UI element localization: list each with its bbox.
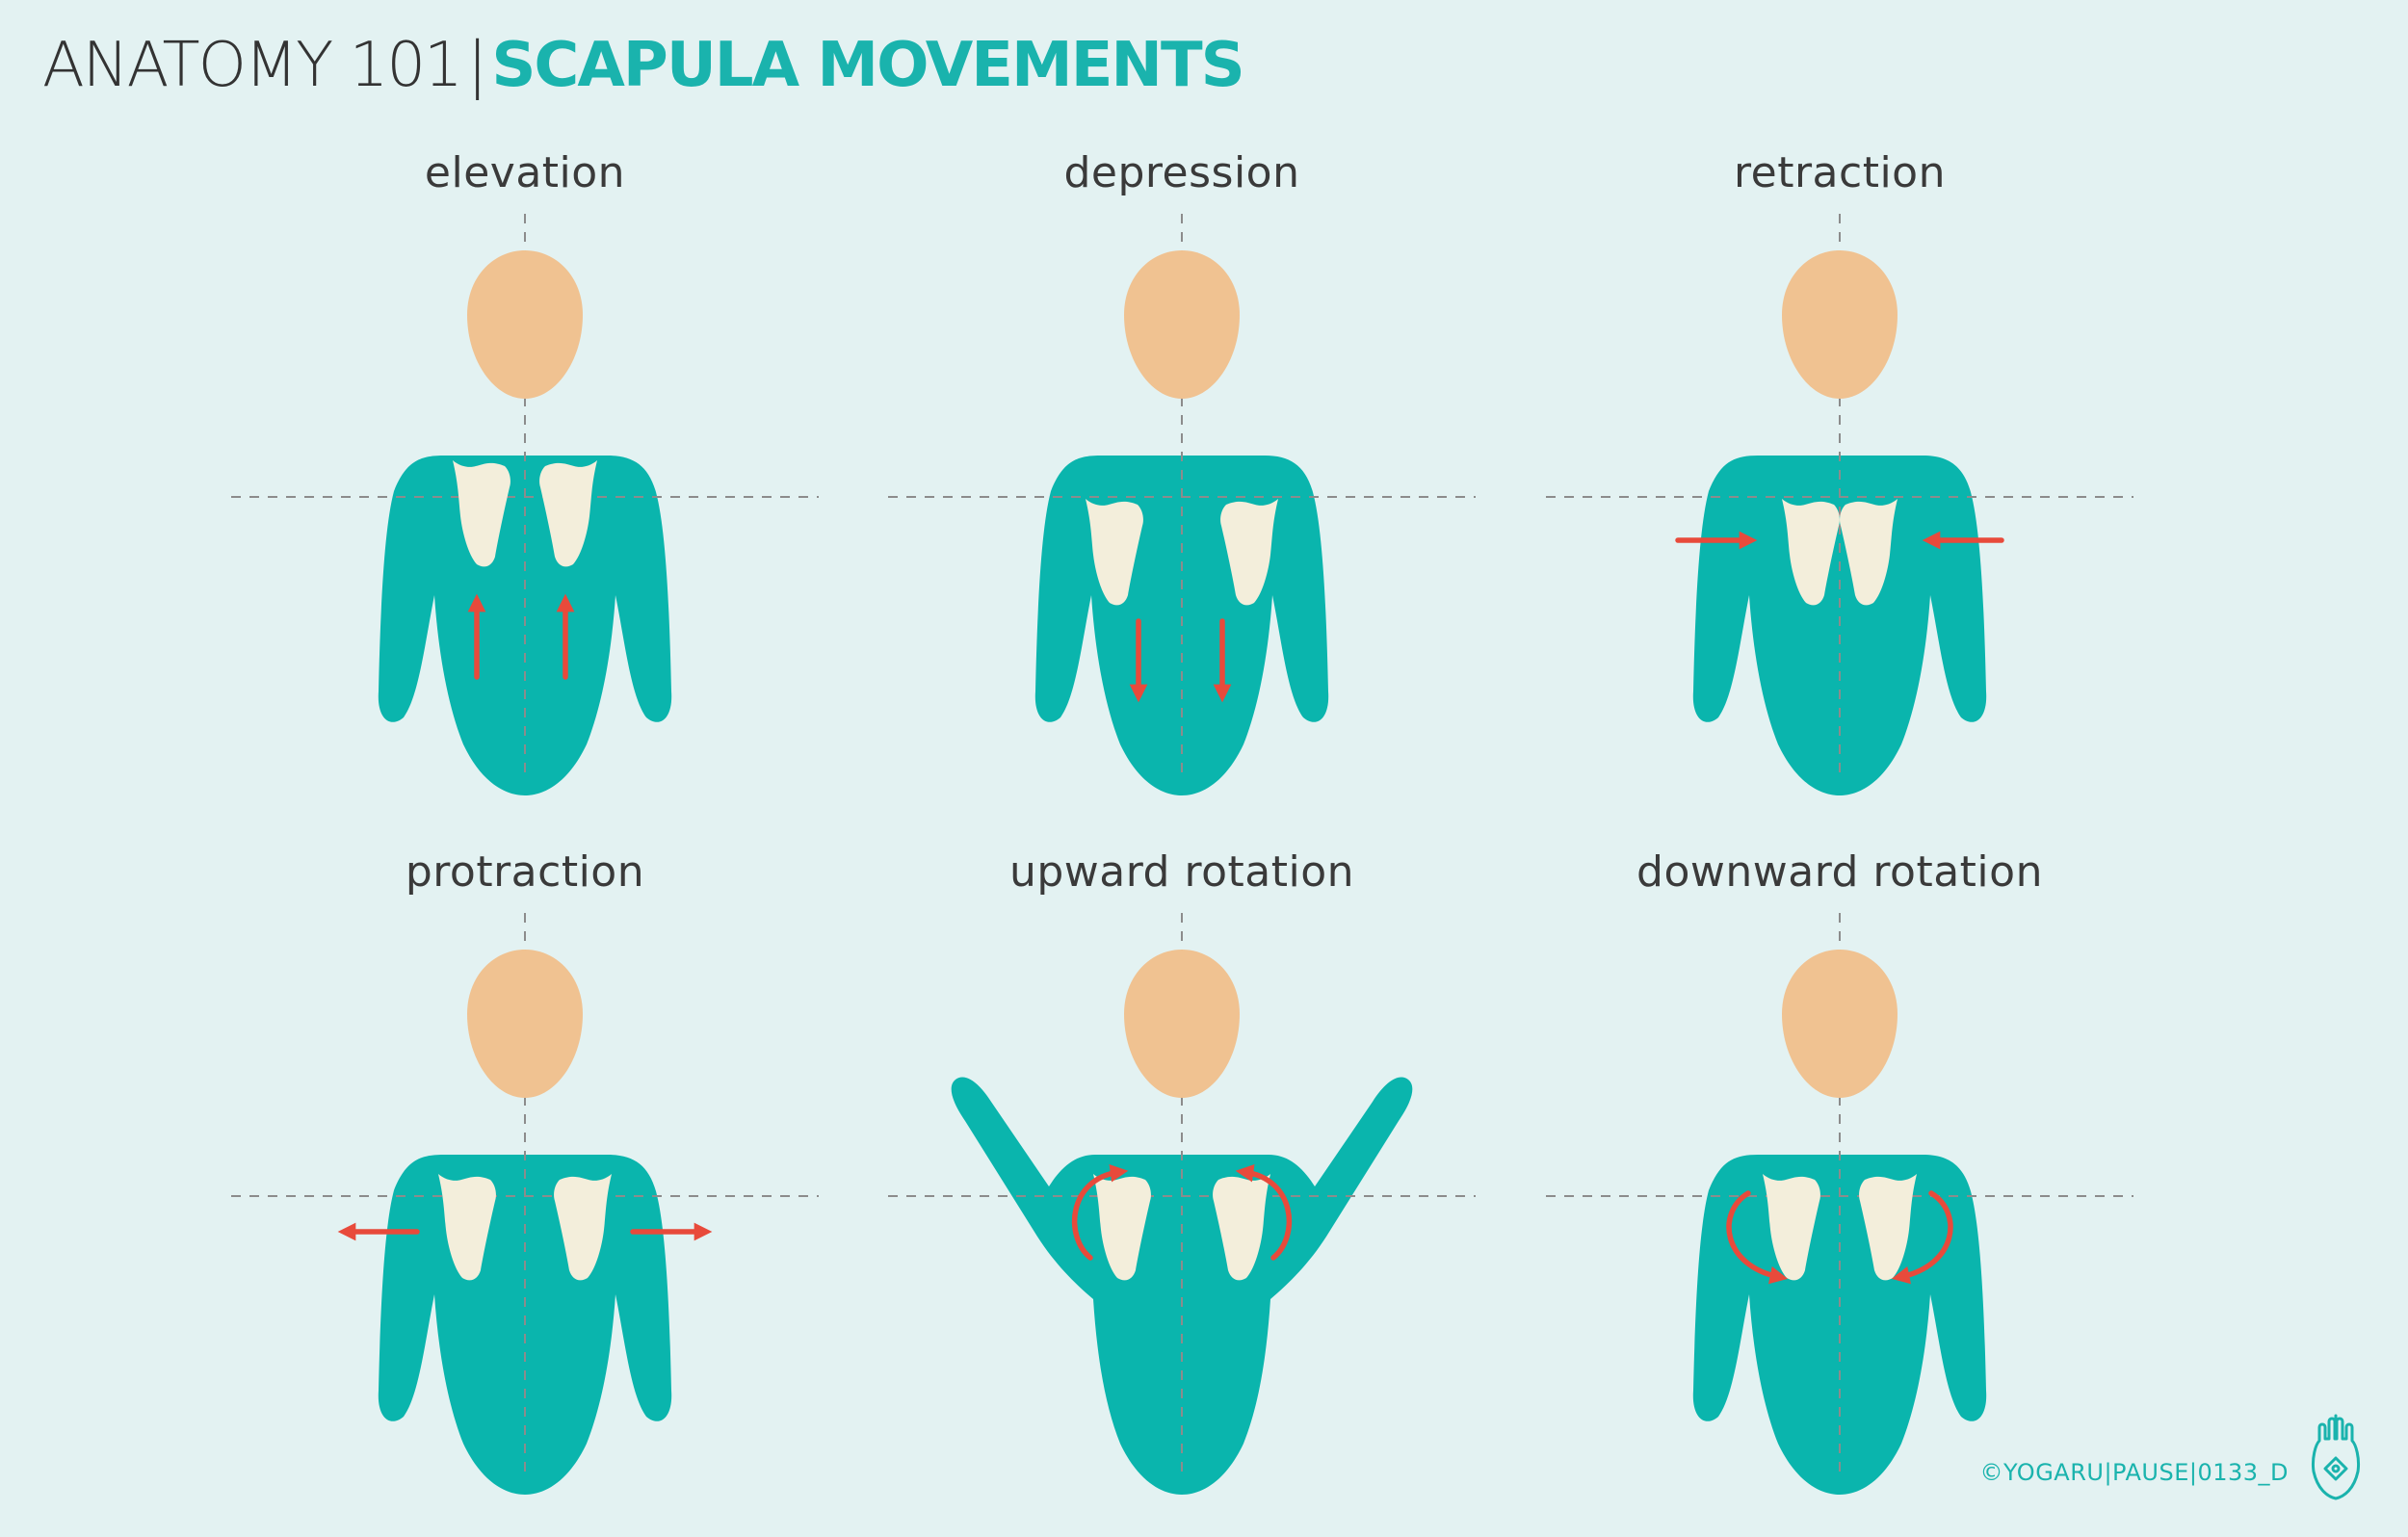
left-scapula bbox=[1093, 1174, 1151, 1281]
left-scapula bbox=[1086, 499, 1143, 606]
right-scapula bbox=[554, 1174, 612, 1281]
right-scapula bbox=[1213, 1174, 1270, 1281]
left-scapula bbox=[1763, 1174, 1820, 1281]
panel-label-elevation: elevation bbox=[424, 148, 626, 197]
page-title: ANATOMY 101 | SCAPULA MOVEMENTS bbox=[42, 27, 1245, 104]
rotation-arrow-right bbox=[1235, 1163, 1293, 1261]
right-scapula bbox=[1220, 499, 1278, 606]
rotation-arrow-left bbox=[1071, 1163, 1129, 1261]
right-scapula bbox=[1859, 1174, 1917, 1281]
right-scapula bbox=[1840, 499, 1898, 606]
left-scapula bbox=[1782, 499, 1840, 606]
head bbox=[1124, 950, 1240, 1098]
panel-label-depression: depression bbox=[1063, 148, 1300, 197]
panel-label-downward-rotation: downward rotation bbox=[1636, 847, 2043, 897]
title-prefix: ANATOMY 101 bbox=[42, 30, 463, 101]
copyright-credit: ©YOGARU|PAUSE|0133_D bbox=[1979, 1459, 2289, 1486]
figure-retraction bbox=[1546, 214, 2133, 795]
figure-depression bbox=[888, 214, 1476, 795]
panel-label-protraction: protraction bbox=[405, 847, 645, 897]
panel-label-upward-rotation: upward rotation bbox=[1008, 847, 1355, 897]
hamsa-hand-icon bbox=[2312, 1414, 2360, 1500]
head bbox=[467, 250, 583, 399]
figure-downward-rotation bbox=[1546, 913, 2133, 1495]
figure-upward-rotation bbox=[888, 913, 1476, 1495]
right-scapula bbox=[539, 460, 597, 567]
head bbox=[1782, 950, 1898, 1098]
head bbox=[467, 950, 583, 1098]
title-separator: | bbox=[466, 30, 488, 101]
panel-label-retraction: retraction bbox=[1734, 148, 1946, 197]
head bbox=[1124, 250, 1240, 399]
rotation-arrow-left bbox=[1726, 1190, 1789, 1285]
figure-protraction bbox=[231, 913, 819, 1495]
left-scapula bbox=[438, 1174, 496, 1281]
rotation-arrow-right bbox=[1891, 1190, 1953, 1285]
title-topic: SCAPULA MOVEMENTS bbox=[491, 30, 1244, 101]
head bbox=[1782, 250, 1898, 399]
left-scapula bbox=[453, 460, 510, 567]
figure-elevation bbox=[231, 214, 819, 795]
